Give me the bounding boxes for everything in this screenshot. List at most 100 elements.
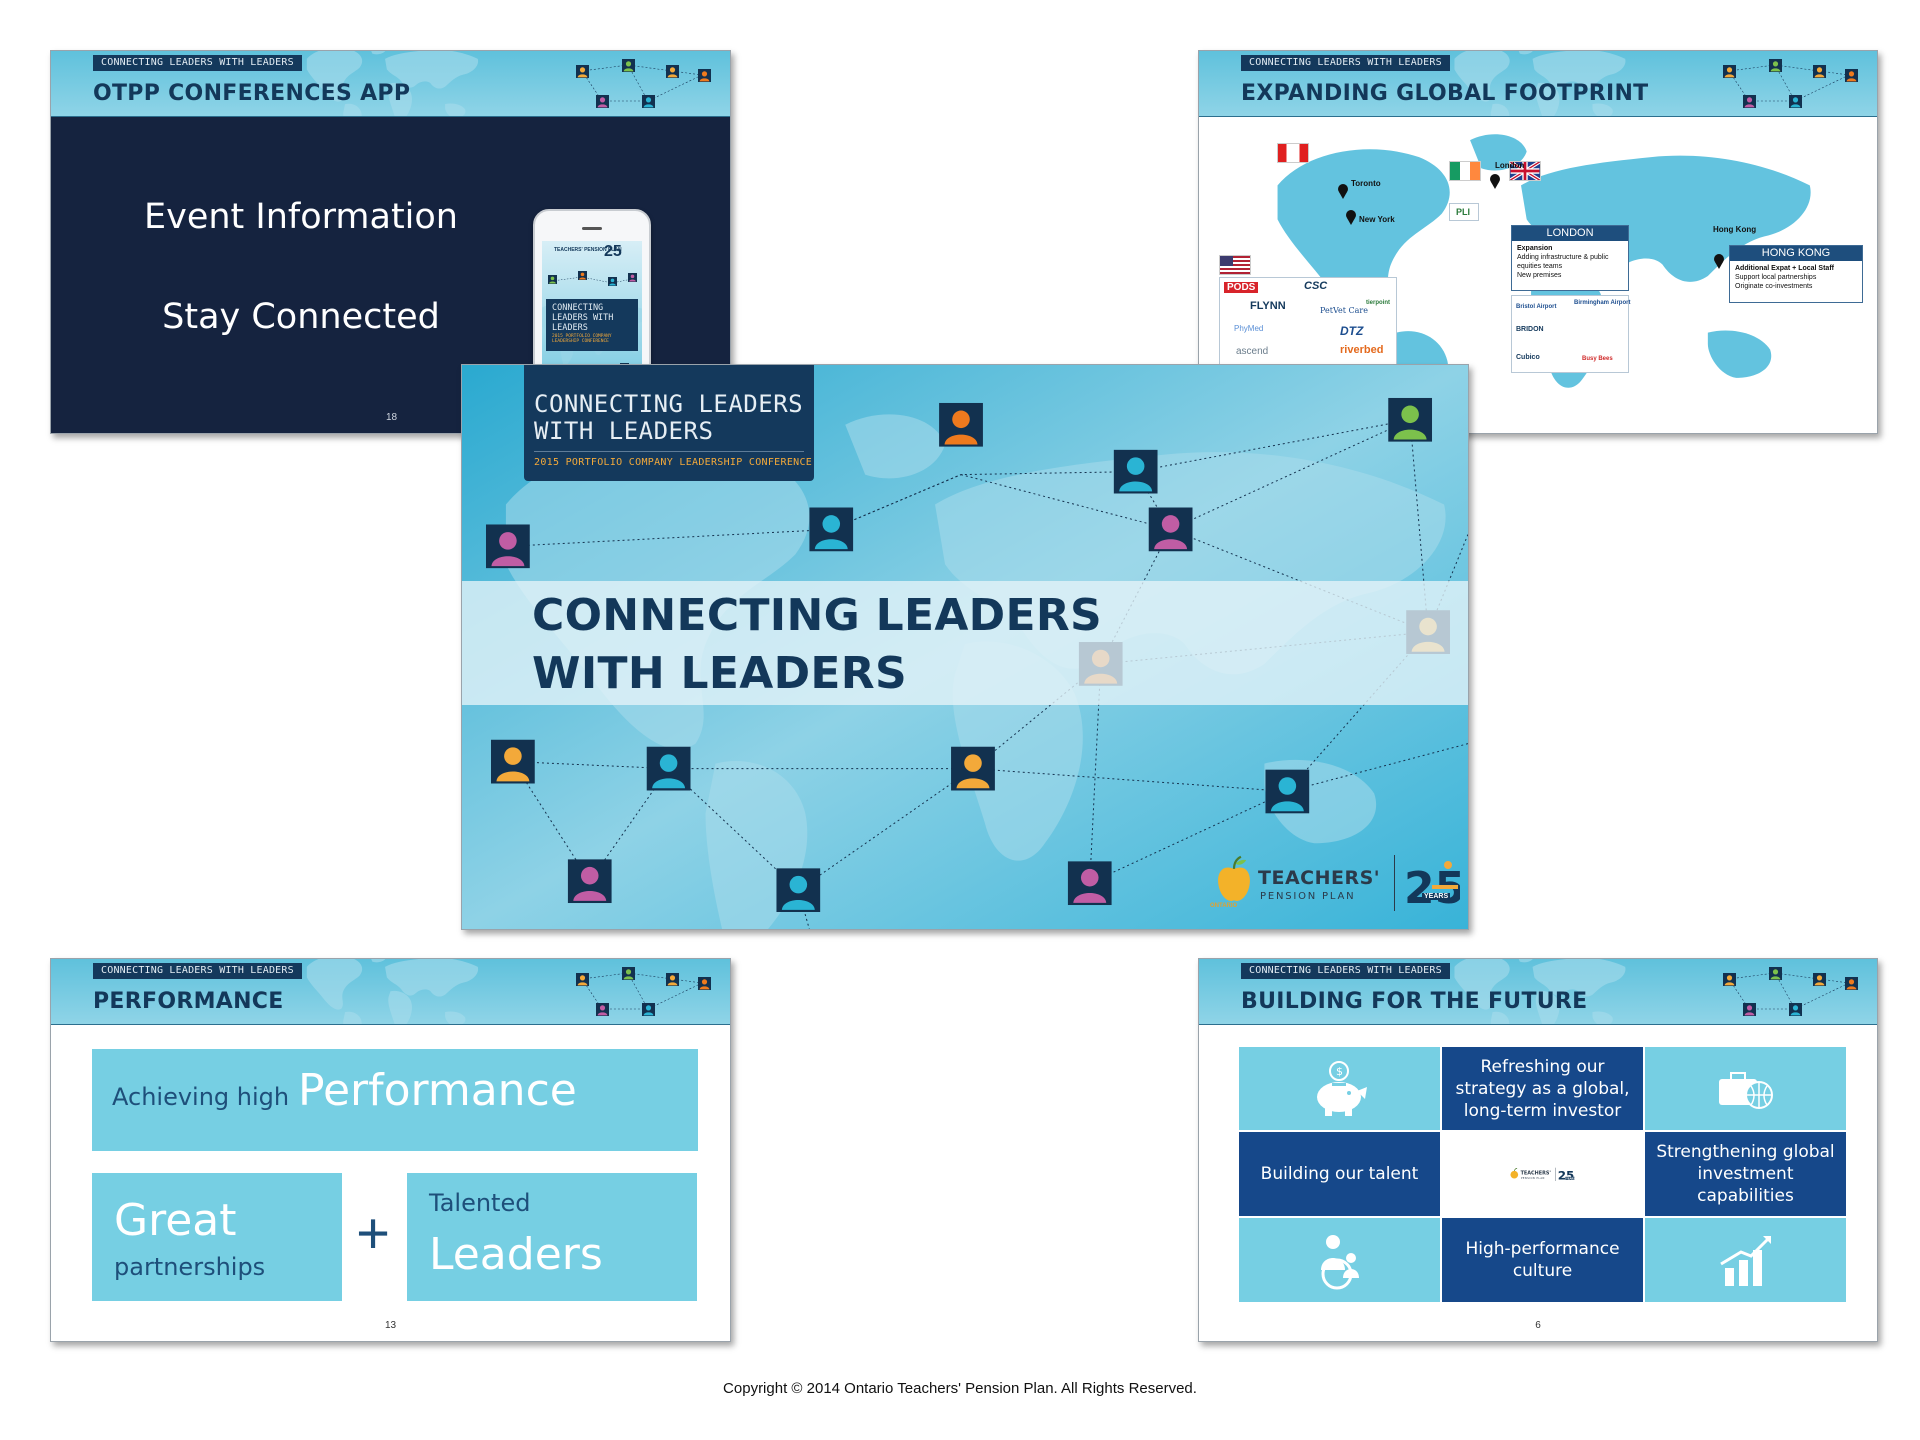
- header-tag: CONNECTING LEADERS WITH LEADERS: [1241, 963, 1450, 979]
- title-band: [462, 581, 1468, 705]
- slide-building-future[interactable]: CONNECTING LEADERS WITH LEADERS BUILDING…: [1198, 958, 1878, 1342]
- main-title-line-1: CONNECTING LEADERS: [532, 590, 1103, 641]
- slide-title: BUILDING FOR THE FUTURE: [1241, 989, 1588, 1014]
- tag-subtitle: 2015 PORTFOLIO COMPANY LEADERSHIP CONFER…: [534, 457, 813, 468]
- header-tag: CONNECTING LEADERS WITH LEADERS: [93, 963, 302, 979]
- network-people-icon: [576, 59, 711, 108]
- slide-title: PERFORMANCE: [93, 989, 284, 1014]
- achieving-high-text: Achieving high: [112, 1083, 290, 1111]
- years-label: YEARS: [1422, 893, 1451, 900]
- logo-name: TEACHERS': [1258, 867, 1381, 889]
- growth-chart-icon: [1719, 1236, 1771, 1286]
- slide-performance[interactable]: CONNECTING LEADERS WITH LEADERS PERFORMA…: [50, 958, 731, 1342]
- plus-sign: +: [356, 1201, 390, 1266]
- cell-building-talent: Building our talent: [1239, 1132, 1440, 1216]
- tag-line-2: WITH LEADERS: [534, 417, 714, 445]
- person-icon: [776, 868, 821, 913]
- uk-flag-icon: [1509, 161, 1541, 181]
- london-box-text: Expansion Adding infrastructure & public…: [1517, 245, 1609, 279]
- cell-refreshing-strategy: Refreshing our strategy as a global, lon…: [1442, 1047, 1643, 1130]
- future-grid: $ Refreshing our strategy as a global, l…: [1239, 1047, 1846, 1302]
- canada-flag-icon: [1277, 143, 1309, 163]
- performance-banner: Achieving high Performance: [92, 1049, 698, 1151]
- person-icon: [490, 739, 535, 784]
- talented-leaders-box: Talented Leaders: [407, 1173, 697, 1301]
- person-icon: [485, 524, 530, 569]
- mentor-icon: [1320, 1235, 1359, 1290]
- years-badge-icon: 25: [1404, 861, 1460, 911]
- great-partnerships-box: Great partnerships: [92, 1173, 342, 1301]
- phone-speaker: [582, 227, 602, 230]
- tag-divider: [534, 451, 804, 452]
- header-tag: CONNECTING LEADERS WITH LEADERS: [1241, 55, 1450, 71]
- us-portfolio-logos: PODS CSC FLYNN PetVet Care PhyMed DTZ as…: [1219, 277, 1397, 375]
- person-icon: [939, 402, 983, 447]
- hongkong-info-box: HONG KONG Additional Expat + Local Staff…: [1729, 245, 1863, 303]
- slide-connecting-leaders-main[interactable]: CONNECTING LEADERS WITH LEADERS 2015 POR…: [461, 364, 1469, 930]
- main-title: CONNECTING LEADERS WITH LEADERS: [532, 587, 1102, 703]
- city-label-hong-kong: Hong Kong: [1713, 225, 1757, 234]
- slide-number: 6: [1535, 1320, 1541, 1331]
- phone-brand-logo: TEACHERS' PENSION PLAN: [554, 247, 622, 253]
- person-icon: [1265, 769, 1310, 814]
- logo-region: ONTARIO: [1210, 903, 1238, 909]
- us-flag-icon: [1219, 255, 1251, 275]
- person-icon: [951, 746, 995, 791]
- header-tag: CONNECTING LEADERS WITH LEADERS: [93, 55, 302, 71]
- talented-text: Talented: [429, 1189, 531, 1217]
- partnerships-text: partnerships: [114, 1253, 266, 1281]
- svg-text:TEACHERS': TEACHERS': [1520, 1171, 1551, 1177]
- svg-text:25: 25: [1557, 1169, 1574, 1183]
- cell-growth: [1645, 1218, 1846, 1302]
- slide-conferences-app[interactable]: CONNECTING LEADERS WITH LEADERS OTPP CON…: [50, 50, 731, 434]
- person-icon: [809, 507, 854, 552]
- london-box-heading: LONDON: [1512, 226, 1628, 241]
- slide-header: CONNECTING LEADERS WITH LEADERS EXPANDIN…: [1199, 51, 1877, 117]
- slide-header: CONNECTING LEADERS WITH LEADERS OTPP CON…: [51, 51, 730, 117]
- great-text: Great: [114, 1195, 237, 1246]
- network-people-icon: [1723, 59, 1858, 108]
- person-icon: [646, 746, 691, 791]
- performance-text: Performance: [298, 1065, 577, 1116]
- person-icon: [1148, 507, 1193, 552]
- city-label-toronto: Toronto: [1351, 179, 1381, 188]
- slide-header: CONNECTING LEADERS WITH LEADERS BUILDING…: [1199, 959, 1877, 1025]
- leaders-text: Leaders: [429, 1229, 603, 1280]
- london-info-box: LONDON Expansion Adding infrastructure &…: [1511, 225, 1629, 291]
- globe-briefcase-icon: [1718, 1071, 1773, 1109]
- slide-title: EXPANDING GLOBAL FOOTPRINT: [1241, 81, 1649, 106]
- performance-body: Achieving high Performance Great partner…: [51, 1025, 730, 1341]
- newyork-pin-icon: [1346, 210, 1356, 225]
- svg-text:$: $: [1336, 1065, 1343, 1078]
- logo-subtitle: PENSION PLAN: [1260, 891, 1356, 902]
- tag-line-1: CONNECTING LEADERS: [534, 390, 804, 418]
- network-people-icon: [576, 967, 711, 1016]
- toronto-pin-icon: [1338, 184, 1348, 199]
- copyright-footer: Copyright © 2014 Ontario Teachers' Pensi…: [723, 1380, 1197, 1397]
- person-icon: [1067, 861, 1112, 906]
- slide-title: OTPP CONFERENCES APP: [93, 81, 411, 106]
- person-icon: [567, 859, 612, 904]
- teachers-pension-logo: TEACHERS' PENSION PLAN 25 YEARS: [1509, 1167, 1575, 1183]
- ireland-flag-icon: [1449, 161, 1481, 181]
- phone-title: CONNECTING LEADERS WITH LEADERS: [552, 303, 614, 333]
- cell-global-capabilities: Strengthening global investment capabili…: [1645, 1132, 1846, 1216]
- conference-title-tag: CONNECTING LEADERS WITH LEADERS 2015 POR…: [524, 365, 814, 481]
- pli-logo: PLI: [1449, 203, 1479, 221]
- teachers-pension-plan-logo: TEACHERS' PENSION PLAN ONTARIO 25 YEARS: [1210, 851, 1460, 915]
- hongkong-box-heading: HONG KONG: [1730, 246, 1862, 261]
- city-label-london: London: [1495, 161, 1525, 170]
- slide-number: 18: [385, 412, 398, 423]
- slide-header: CONNECTING LEADERS WITH LEADERS PERFORMA…: [51, 959, 730, 1025]
- slide-global-footprint[interactable]: CONNECTING LEADERS WITH LEADERS EXPANDIN…: [1198, 50, 1878, 434]
- svg-text:YEARS: YEARS: [1565, 1177, 1575, 1180]
- stay-connected-text: Stay Connected: [162, 297, 440, 337]
- uk-portfolio-logos: Bristol Airport Birmingham Airport BRIDO…: [1511, 295, 1630, 373]
- london-pin-icon: [1490, 174, 1500, 189]
- slide-number: 13: [384, 1320, 397, 1331]
- main-title-line-2: WITH LEADERS: [532, 648, 907, 699]
- event-information-text: Event Information: [144, 197, 458, 237]
- svg-text:PENSION PLAN: PENSION PLAN: [1520, 1177, 1544, 1180]
- future-body: $ Refreshing our strategy as a global, l…: [1199, 1025, 1877, 1341]
- piggy-bank-icon: $: [1316, 1060, 1367, 1116]
